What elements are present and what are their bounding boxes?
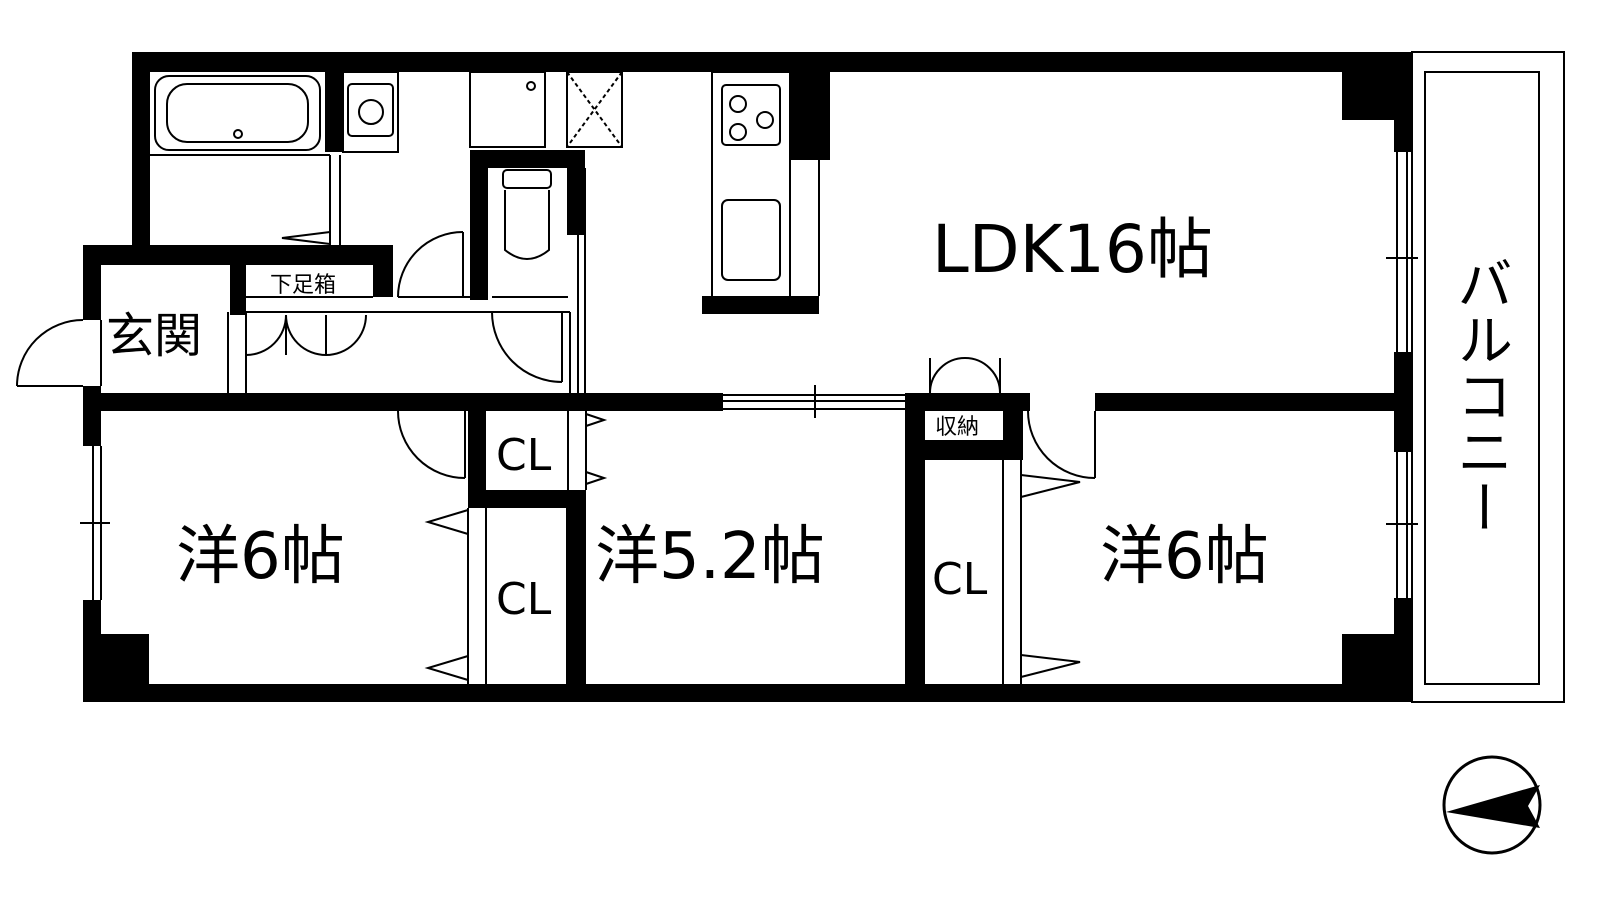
ldk-label: LDK16帖 (932, 211, 1213, 288)
closet-label-2: CL (496, 574, 552, 625)
closet-label-3: CL (932, 554, 988, 605)
bathtub-icon (154, 75, 321, 151)
shoe-box-label: 下足箱 (270, 273, 336, 298)
washbasin-icon (347, 83, 394, 137)
western-room-center-label: 洋5.2帖 (595, 520, 825, 594)
toilet-icon (502, 169, 552, 260)
stove-burner-icon (721, 84, 781, 146)
sink-icon (721, 199, 781, 281)
thin-lines (16, 51, 1565, 703)
outer-walls (83, 52, 1413, 702)
closet-label-1: CL (496, 430, 552, 481)
western-room-left-label: 洋6帖 (176, 520, 345, 594)
entrance-label: 玄関 (106, 308, 202, 364)
washing-machine-pan (526, 81, 536, 91)
interior-walls (83, 72, 1395, 702)
western-room-right-label: 洋6帖 (1100, 520, 1269, 594)
storage-label: 収納 (935, 415, 979, 440)
compass-arrow-icon (1442, 755, 1542, 855)
balcony-label: バルコニー (1448, 255, 1513, 535)
